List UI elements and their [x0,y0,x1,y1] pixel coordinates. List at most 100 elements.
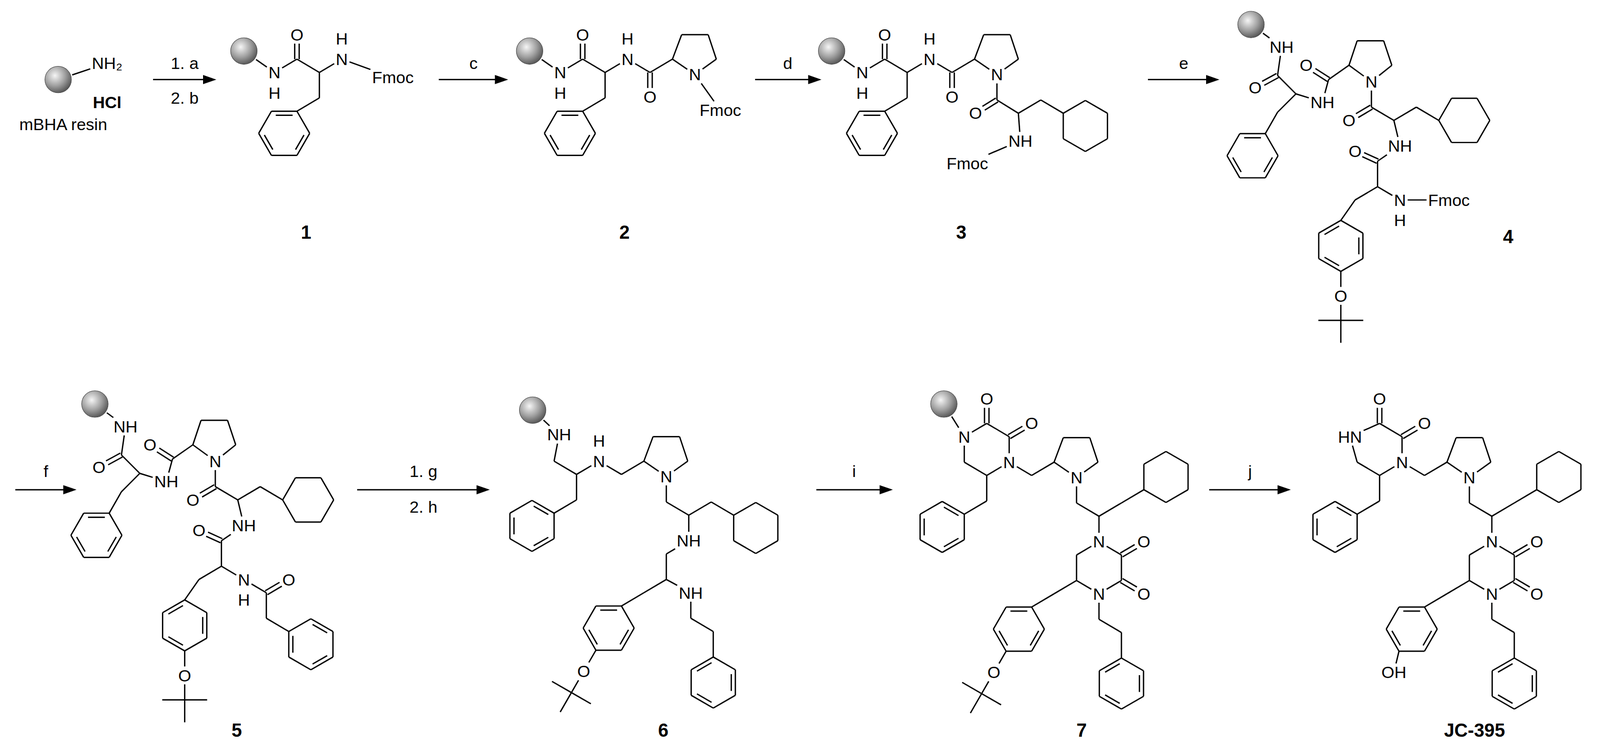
atom-label: O [1334,287,1348,305]
bond-line [643,579,667,594]
atom-label: O [987,663,1001,681]
bond-line [349,62,371,70]
bond-line [690,618,714,632]
bond-line [121,455,140,474]
bond-line [1120,632,1123,659]
reaction-arrow [15,489,67,491]
atom-label: N [1485,533,1499,550]
bond-line [553,500,577,514]
bond-line [981,681,989,694]
atom-label: O [1137,533,1151,550]
bond-line [1340,319,1364,321]
bond-line [843,59,855,68]
bond-line [83,512,110,515]
atom-label: N [1003,454,1016,471]
bond-line [288,657,311,670]
bond-line [983,34,1010,36]
bond-line [320,500,334,523]
bond-line [108,457,123,465]
bond-line [696,662,712,672]
atom-label: NH [113,418,138,435]
atom-label: O [1530,585,1543,603]
bond-line [183,651,186,667]
bond-line [509,500,532,514]
bond-line [919,514,921,540]
atom-label: Fmoc [371,68,414,86]
bond-line [1348,40,1358,66]
bond-line [1312,514,1314,540]
bond-line [733,502,756,516]
bond-line [202,488,217,498]
bond-line [1098,502,1122,517]
bond-line [332,631,334,658]
bond-line [884,111,898,134]
bond-line [943,538,959,547]
bond-line [533,537,549,546]
bond-line [1394,120,1398,138]
bond-line [696,693,712,703]
bond-line [1512,544,1528,553]
atom-label: N [990,66,1004,83]
bond-line [192,420,202,445]
atom-label: N [554,64,567,81]
reaction-arrow [153,78,206,81]
bond-line [984,101,999,111]
atom-label: O [577,662,591,680]
bond-line [319,63,335,73]
compound-number: 2 [619,223,630,242]
bond-line [1120,554,1123,581]
bond-line [223,444,236,456]
atom-label: OH [1381,663,1407,681]
bond-line [672,59,687,70]
bond-line [1004,59,1019,69]
bond-line [1358,109,1373,118]
arrow-head [63,485,77,495]
bond-line [1265,133,1279,156]
bond-line [1277,75,1297,94]
atom-label: N [1070,469,1083,486]
bond-line [1265,112,1278,134]
bond-line [184,699,207,701]
bond-line [999,631,1008,646]
resin-bead [516,37,543,65]
bond-line [571,692,592,705]
bond-line [1018,99,1041,114]
bond-line [557,154,583,157]
bond-line [1187,464,1189,490]
bond-line [1121,696,1144,709]
bond-line [1424,594,1447,608]
bond-line [643,436,654,462]
bond-line [635,63,650,73]
atom-label: O [143,436,157,454]
bond-line [513,517,515,535]
bond-line [1376,408,1379,424]
bond-line [1438,98,1452,121]
bond-line [288,631,290,658]
bond-line [923,518,925,536]
bond-line [1142,464,1145,490]
bond-line [777,515,779,541]
bond-line [541,59,553,68]
bond-line [999,651,1006,664]
bond-line [963,445,965,463]
bond-line [1018,113,1020,132]
bond-line [981,693,1002,706]
bond-line [1239,133,1266,135]
atom-label: NH [1388,137,1413,155]
atom-label: HN [1338,428,1363,446]
atom-label: H [593,432,606,450]
bond-line [1063,100,1086,114]
bond-line [1262,33,1270,39]
bond-line [295,477,321,479]
compound-number: 6 [658,721,669,740]
bond-line [1446,580,1470,595]
arrow-head [203,74,217,85]
bond-line [1477,98,1490,121]
bond-line [1098,619,1122,633]
bond-line [582,59,606,73]
bond-line [713,695,736,709]
bond-line [1084,462,1098,473]
bond-line [297,59,320,73]
salt-label: HCl [92,93,122,111]
bond-line [1165,451,1189,465]
